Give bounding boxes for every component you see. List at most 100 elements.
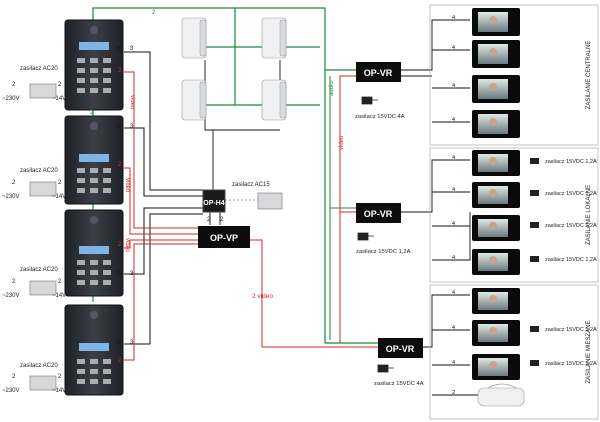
vr1-label: OP-VR (364, 68, 393, 78)
monitor (472, 110, 520, 138)
handset-4 (261, 79, 287, 121)
monitor (472, 320, 520, 346)
ms-1: zasilacz 15VDC 1,2A (530, 158, 597, 165)
camera-icon (90, 216, 98, 224)
supply-n1: 2 (12, 180, 16, 186)
zone-frame-mixed (429, 284, 599, 420)
is-n-1: 3 (130, 46, 134, 52)
panel-display (79, 246, 109, 254)
zone-label-1: ZASILANIE LOKALNE (586, 185, 592, 245)
monitor-supply-label: zasilacz 15VDC 1,2A (545, 159, 597, 165)
wire-label: 4 (452, 15, 455, 21)
vr2-label: OP-VR (364, 209, 393, 219)
video2-label: 2 video (252, 293, 273, 300)
supply-n2: 2 (58, 279, 62, 285)
video-label-1: video (129, 95, 135, 110)
supply-box-icon (29, 280, 57, 296)
supply-n2: 2 (58, 82, 62, 88)
vr2-adapter-icon (357, 232, 374, 241)
wire-label: 4 (452, 221, 455, 227)
supply-14: ~14V (52, 293, 66, 299)
monitor (472, 8, 520, 36)
supply-n1: 2 (12, 82, 16, 88)
monitor-supply-label: zasilacz 15VDC 1,2A (545, 223, 597, 229)
monitor (472, 150, 520, 176)
is-label-4: IS (116, 340, 122, 346)
supply-230: ~230V (2, 194, 20, 200)
red-n-1: 2 (118, 68, 122, 74)
zone-frame-local (429, 147, 599, 283)
supply-230: ~230V (2, 96, 20, 102)
supply-label: zasilacz AC20 (20, 168, 58, 174)
monitor (472, 75, 520, 103)
ms-2: zasilacz 15VDC 1,2A (530, 190, 597, 197)
vr3-supply: zasilacz 15VDC 4A (374, 381, 424, 387)
supply-14: ~14V (52, 194, 66, 200)
supply-4: zasilacz AC20 2 2 ~230V ~14V (2, 363, 66, 394)
supply-label: zasilacz AC20 (20, 267, 58, 273)
wire-label: 4 (452, 117, 455, 123)
camera-icon (90, 311, 98, 319)
vr2-monitor-wires (401, 159, 471, 261)
audio-wire (329, 76, 356, 340)
oph4-n1: 2 (207, 217, 211, 223)
door-panel-2 (64, 115, 124, 205)
monitor-supply-label: zasilacz 15VDC 1,2A (545, 361, 597, 367)
supply-n1: 2 (12, 279, 16, 285)
panel-display (79, 154, 109, 162)
ms-4: zasilacz 15VDC 1,2A (530, 256, 597, 263)
video-wire-1 (124, 71, 198, 229)
op-h4-module: OP-H4 2 2 (202, 189, 226, 223)
supply-n2: 2 (58, 374, 62, 380)
monitor (472, 215, 520, 241)
supply-n1: 2 (12, 374, 16, 380)
door-panel-4 (64, 304, 124, 396)
vr-chain-video (339, 75, 356, 343)
supply-230: ~230V (2, 293, 20, 299)
video-wire-2 (124, 167, 198, 235)
audio-label: audio (329, 81, 335, 96)
red-n-2: 2 (118, 162, 122, 168)
wire-label: 4 (452, 45, 455, 51)
panel-display (79, 42, 109, 50)
ms-5: zasilacz 15VDC 1,2A (530, 326, 597, 333)
video-wire-4 (124, 243, 198, 361)
is-n-3: 3 (130, 271, 134, 277)
supply-box-icon (29, 181, 57, 197)
ac15-label: zasilacz AC15 (232, 182, 270, 188)
supply-label: zasilacz AC20 (20, 66, 58, 72)
is-wire-4 (124, 213, 203, 345)
door-panel-3 (64, 209, 124, 297)
wire-label: 4 (452, 325, 455, 331)
camera-icon (90, 26, 98, 34)
opvp-vr-wire (250, 239, 378, 348)
is-label-1: IS (116, 46, 122, 52)
green-bus-wire (92, 7, 356, 71)
wire-label: 4 (452, 255, 455, 261)
wires (92, 7, 480, 396)
red-n-3: 2 (118, 242, 122, 248)
is-n-2: 3 (130, 124, 134, 130)
supply-14: ~14V (52, 388, 66, 394)
handsets (181, 17, 287, 121)
op-vr-1: OP-VR zasilacz 15VDC 4A (355, 62, 405, 120)
video-label: video (339, 135, 345, 150)
green-handset-wire (195, 8, 320, 106)
is-wire-1 (124, 51, 203, 191)
video-label-3: video (124, 238, 130, 253)
monitors (472, 8, 525, 407)
supply-label: zasilacz AC20 (20, 363, 58, 369)
zone-label-0: ZASILANIE CENTRALNE (586, 41, 592, 110)
is-label-3: IS (116, 271, 122, 277)
vr1-monitor-wires (401, 19, 470, 123)
panel-supplies: zasilacz AC20 2 2 ~230V ~14V zasilacz AC… (2, 66, 66, 394)
handset-3 (181, 79, 207, 121)
panel-link-labels: IS 3 2 video IS 3 2 video 2 video IS 3 I… (90, 10, 156, 364)
monitor (472, 182, 520, 208)
camera-icon (90, 122, 98, 130)
supply-n2: 2 (58, 180, 62, 186)
monitor-supply-label: zasilacz 15VDC 1,2A (545, 257, 597, 263)
green-top-n: 2 (152, 10, 156, 16)
supply-1: zasilacz AC20 2 2 ~230V ~14V (2, 66, 66, 102)
